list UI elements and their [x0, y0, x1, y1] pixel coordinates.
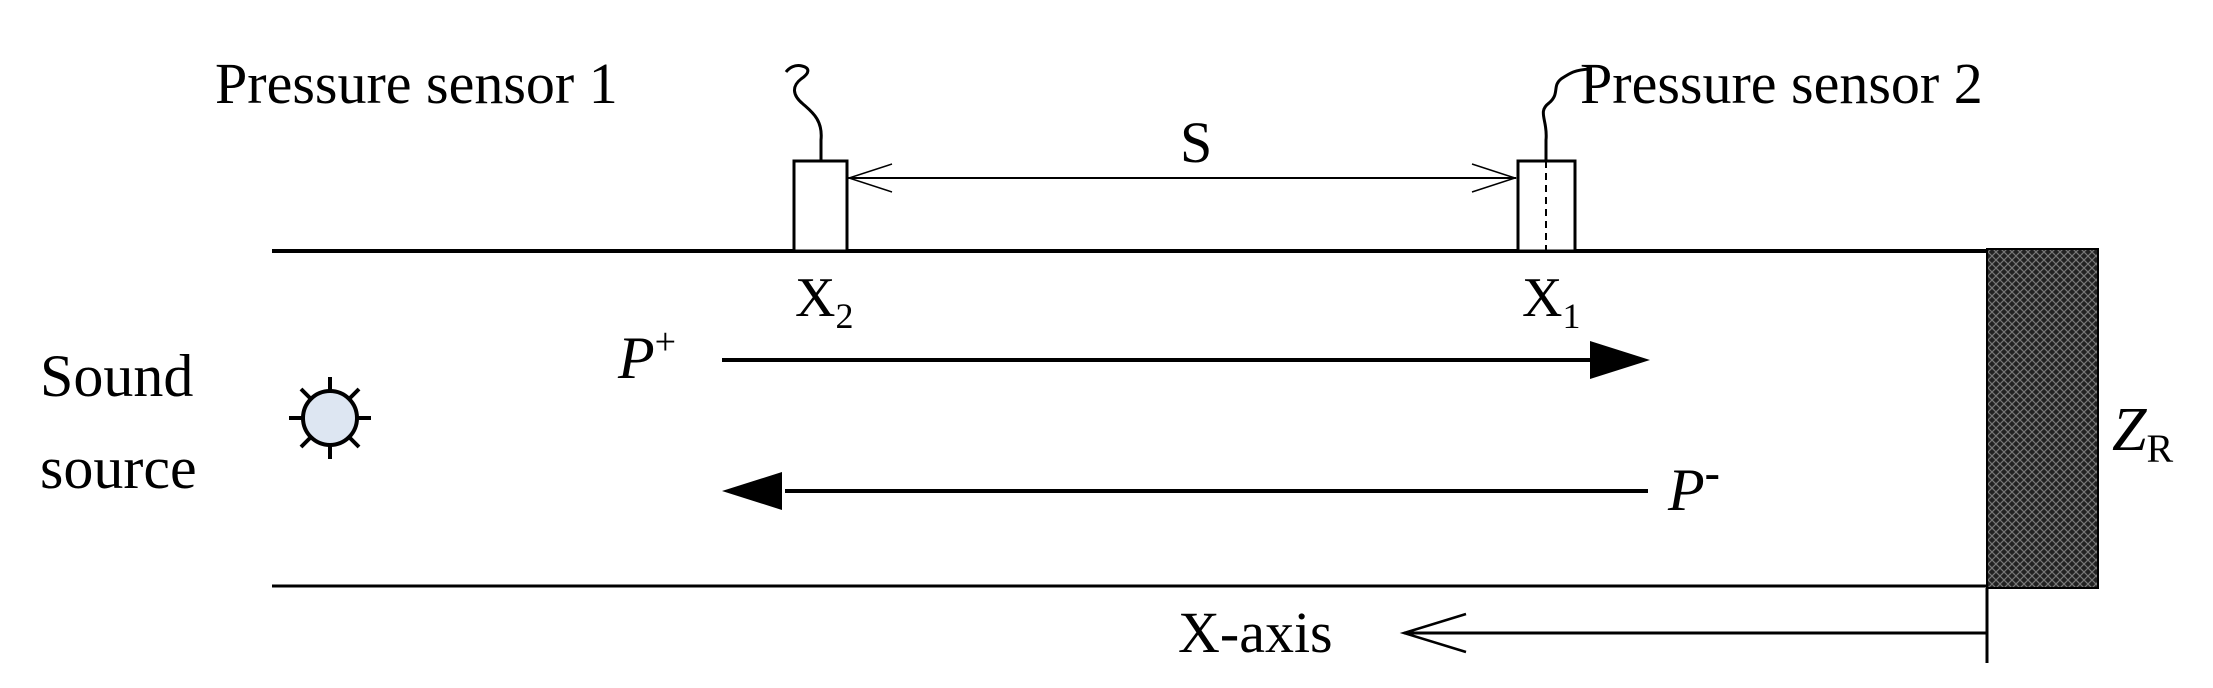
x-axis-arrowhead — [1399, 612, 1467, 654]
pressure-sensor-1 — [792, 159, 849, 253]
x1-position-label: X1 — [1522, 267, 1580, 336]
sensor-1-label: Pressure sensor 1 — [215, 51, 618, 116]
spacing-arrow-right — [1471, 163, 1518, 193]
spacing-arrow-left — [846, 163, 893, 193]
sensor-1-cable — [784, 64, 823, 161]
sound-source-label-line2: source — [40, 435, 197, 501]
x2-position-label: X2 — [795, 267, 853, 336]
spacing-label: S — [1180, 110, 1212, 175]
sensor-2-label: Pressure sensor 2 — [1580, 51, 1983, 116]
incident-wave-label: P+ — [617, 321, 676, 391]
sound-source-label-line1: Sound — [40, 343, 193, 409]
x-axis-label: X-axis — [1178, 600, 1333, 665]
termination-block — [1986, 248, 2099, 589]
sound-source-icon — [289, 377, 371, 459]
reflected-arrowhead — [722, 472, 782, 510]
reflected-wave-label: P- — [1667, 447, 1720, 523]
termination-impedance-label: ZR — [2112, 396, 2173, 471]
sensor-2-cable — [1541, 67, 1591, 161]
incident-arrowhead — [1590, 341, 1650, 379]
